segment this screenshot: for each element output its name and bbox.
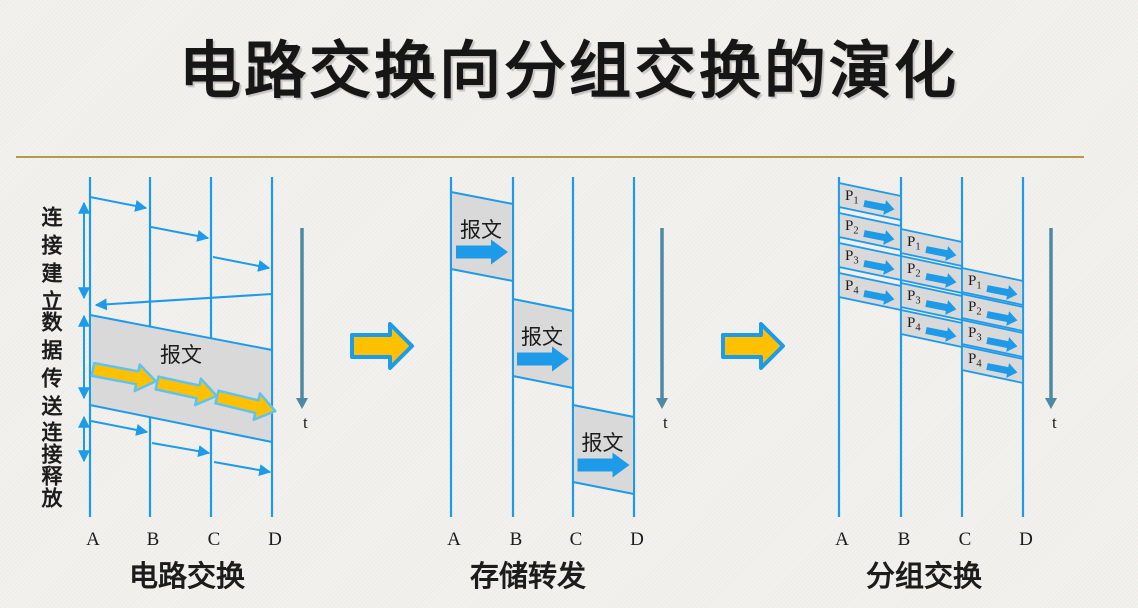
packet-label: P1	[907, 234, 921, 253]
time-axis-label: t	[1052, 413, 1057, 432]
node-label: B	[898, 529, 911, 550]
node-label: B	[147, 529, 160, 550]
panel-caption: 分组交换	[866, 559, 983, 593]
message-label: 报文	[160, 343, 202, 367]
packet-label: P4	[907, 315, 921, 334]
node-label: C	[208, 529, 221, 550]
packet-label: P3	[907, 288, 921, 307]
node-label: B	[510, 529, 523, 550]
setup-signal-arrow	[150, 226, 210, 242]
forward-arrow-icon	[986, 285, 1018, 300]
slide-title: 电路交换向分组交换的演化	[178, 37, 959, 106]
node-label: C	[570, 529, 583, 550]
node-label: D	[1019, 529, 1033, 550]
forward-arrow-icon	[863, 260, 895, 275]
panel-caption: 存储转发	[470, 560, 586, 593]
packet-label: P2	[907, 261, 921, 280]
release-signal-arrow	[151, 442, 211, 458]
forward-arrow-icon	[863, 200, 895, 215]
forward-arrow-icon	[456, 239, 508, 265]
forward-arrow-icon	[986, 363, 1018, 378]
node-label: C	[959, 529, 972, 550]
forward-arrow-icon	[925, 327, 957, 342]
packet-label: P3	[845, 248, 859, 267]
message-flow-arrow-icon	[90, 361, 158, 393]
forward-arrow-icon	[986, 311, 1018, 326]
packet-label: P4	[845, 278, 859, 297]
forward-arrow-icon	[577, 452, 630, 478]
message-label: 报文	[582, 431, 624, 455]
message-label: 报文	[521, 325, 563, 349]
packet-label: P1	[968, 273, 982, 292]
packet-label: P4	[968, 351, 982, 370]
transition-right-block-arrow-icon	[721, 322, 785, 370]
message-box	[89, 313, 273, 444]
setup-signal-arrow	[89, 196, 148, 212]
time-axis-arrowhead-icon	[656, 398, 668, 409]
packet-label: P1	[845, 188, 859, 207]
node-label: A	[835, 529, 849, 550]
release-signal-arrow	[90, 420, 149, 436]
node-label: D	[630, 529, 644, 550]
time-axis-label: t	[303, 413, 308, 432]
packet-label: P2	[845, 218, 859, 237]
forward-arrow-icon	[925, 273, 957, 288]
node-label: A	[447, 529, 461, 550]
transition-right-block-arrow-icon	[350, 322, 414, 370]
time-axis-arrowhead-icon	[1045, 398, 1057, 409]
setup-signal-arrow	[212, 256, 271, 272]
forward-arrow-icon	[517, 346, 569, 372]
phase-label-setup: 连接建立	[39, 206, 63, 318]
node-label: A	[86, 529, 100, 550]
node-label: D	[268, 529, 282, 550]
message-flow-arrow-icon	[214, 389, 277, 422]
forward-arrow-icon	[925, 246, 957, 261]
forward-arrow-icon	[863, 290, 895, 305]
time-axis-arrowhead-icon	[296, 398, 308, 409]
forward-arrow-icon	[863, 230, 895, 245]
time-axis-label: t	[663, 413, 668, 432]
message-flow-arrow-icon	[154, 375, 218, 407]
setup-ack-arrow	[94, 293, 273, 311]
forward-arrow-icon	[925, 300, 957, 315]
message-label: 报文	[460, 218, 502, 242]
phase-label-release: 连接释放	[39, 421, 63, 509]
forward-arrow-icon	[986, 337, 1018, 352]
phase-label-data: 数据传送	[39, 311, 63, 423]
release-signal-arrow	[213, 461, 272, 477]
title-divider	[16, 156, 1084, 158]
circuit-switching-panel: 报文	[78, 196, 277, 477]
packet-label: P3	[968, 325, 982, 344]
panel-caption: 电路交换	[129, 559, 246, 593]
packet-label: P2	[968, 299, 982, 318]
